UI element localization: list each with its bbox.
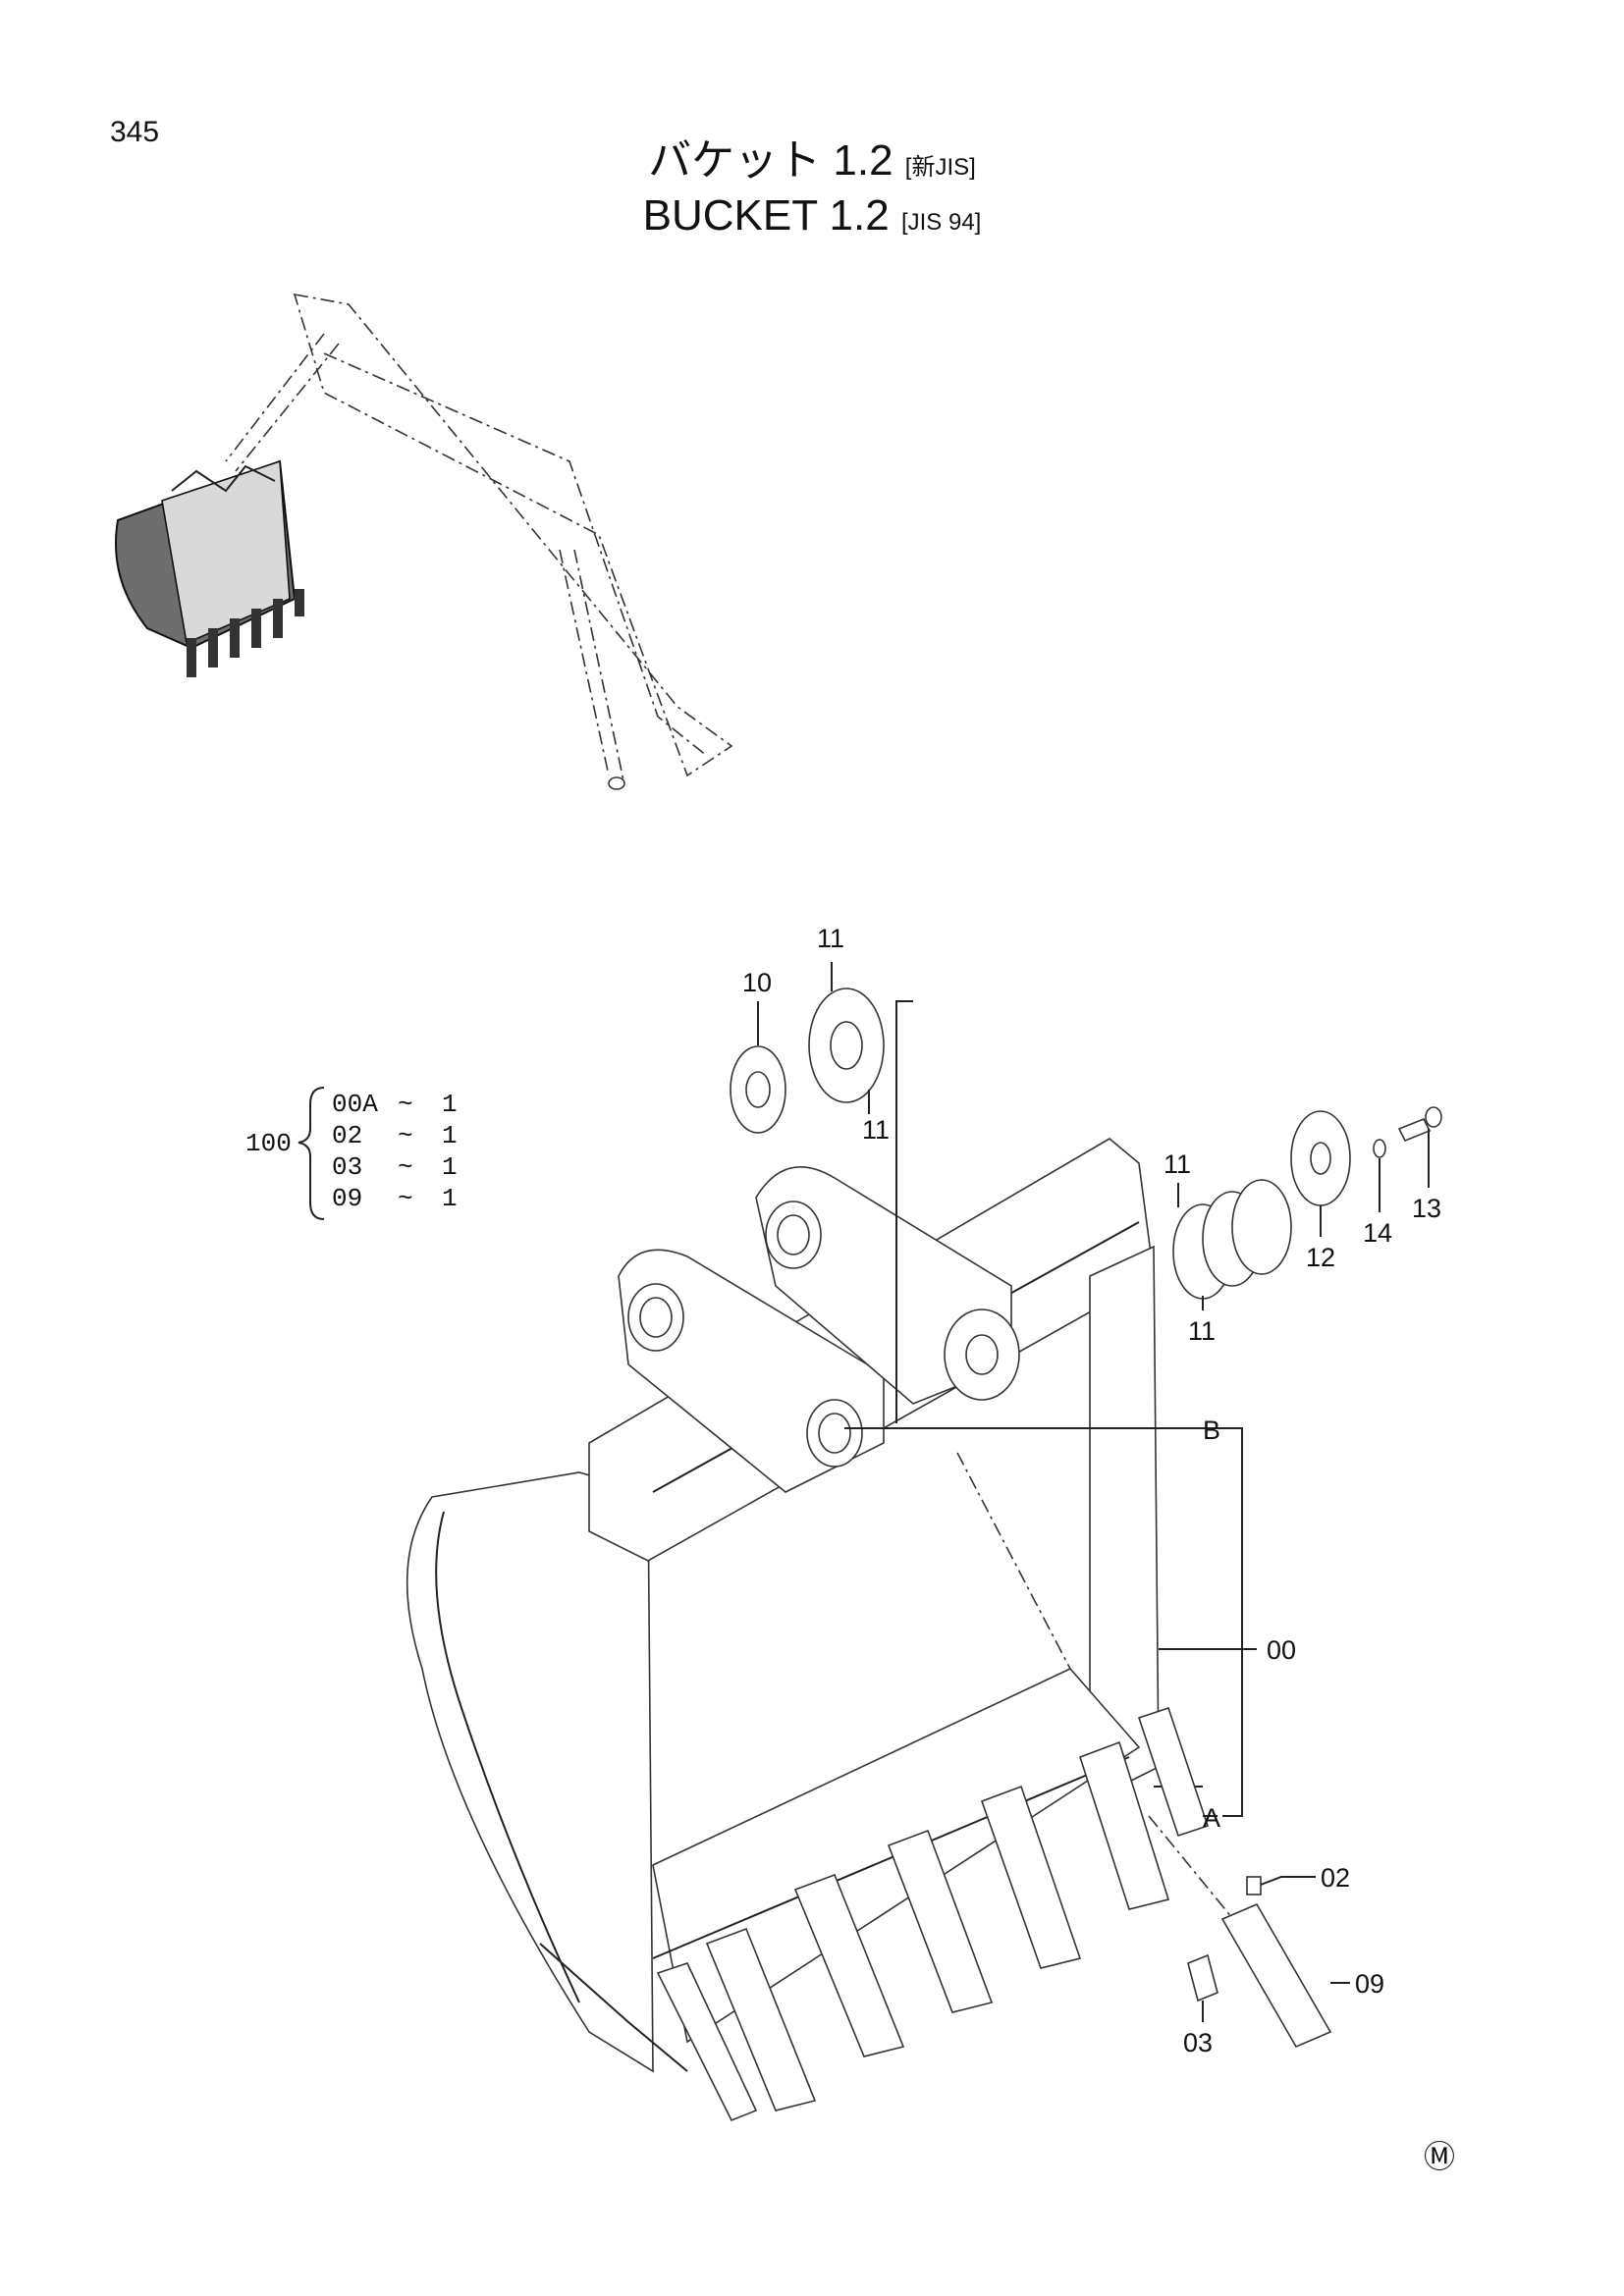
reference-b: B (1203, 1415, 1220, 1445)
model-mark: Ⓜ (1424, 2139, 1455, 2174)
hinge-bore-inner (777, 1214, 810, 1255)
kit-item-sep: ~ (398, 1152, 413, 1182)
part-02-lock (1246, 1876, 1262, 1896)
kit-id: 100 (245, 1129, 292, 1158)
kit-item-qty: 1 (442, 1121, 458, 1150)
callout-11: 11 (1188, 1316, 1216, 1346)
boom-inner-outline (323, 352, 708, 757)
callout-11: 11 (1164, 1149, 1191, 1179)
title-jp-main: バケット 1.2 (648, 136, 893, 185)
title-jp-standard: [新JIS] (904, 154, 976, 181)
kit-item-code: 09 (332, 1184, 362, 1213)
callout-00: 00 (1267, 1635, 1296, 1665)
callout-03: 03 (1183, 2028, 1213, 2057)
callout-11: 11 (817, 924, 844, 953)
bucket-right-side-plate (1089, 1245, 1160, 1783)
tooth (1079, 1740, 1170, 1910)
callout-14: 14 (1363, 1218, 1392, 1248)
bucket-left-side-plate (406, 1471, 654, 2073)
kit-item-code: 02 (332, 1121, 362, 1150)
arm-cylinder (225, 333, 340, 472)
callout-09: 09 (1355, 1969, 1384, 1999)
hinge-bore-inner (639, 1297, 673, 1338)
cutting-edge (652, 1756, 1130, 1959)
overview-teeth (187, 589, 304, 677)
title-japanese: バケット 1.2 [新JIS] (0, 139, 1624, 183)
page-number: 345 (110, 116, 160, 148)
kit-item-code: 00A (332, 1090, 378, 1119)
side-plate-edge (435, 1511, 580, 2003)
part-03-pin (1187, 1953, 1218, 2002)
kit-item-qty: 1 (442, 1090, 458, 1119)
callout-12: 12 (1306, 1243, 1335, 1272)
part-09-tooth-point (1220, 1902, 1332, 2049)
part-14-washer (1373, 1139, 1386, 1158)
leader-line (895, 1000, 913, 1423)
part-12-plate-hole (1310, 1142, 1331, 1175)
callout-02: 02 (1321, 1863, 1350, 1893)
center-line (956, 1452, 1071, 1670)
part-11-shim (1231, 1179, 1292, 1275)
part-11-shim-bore (830, 1021, 863, 1070)
hinge-bore-inner (818, 1413, 851, 1454)
callout-13: 13 (1412, 1194, 1441, 1223)
boom-outline (293, 293, 733, 777)
part-13-bolt (1397, 1117, 1432, 1143)
bucket-teeth (656, 1706, 1210, 2122)
bucket-drawing (406, 1000, 1257, 2122)
kit-item-qty: 1 (442, 1152, 458, 1182)
callout-leaders (757, 962, 1430, 2022)
callout-10: 10 (742, 968, 772, 997)
side-cutter (539, 1943, 688, 2072)
tooth (1137, 1706, 1210, 1838)
hinge-boss-inner (965, 1334, 999, 1375)
tooth (656, 1962, 758, 2122)
tooth-axis-line (1148, 1815, 1238, 1925)
kit-item-sep: ~ (398, 1090, 413, 1119)
title-en-standard: [JIS 94] (900, 209, 982, 236)
title-english: BUCKET 1.2 [JIS 94] (0, 194, 1624, 238)
kit-list: 100 00A ~ 1 02 ~ 1 03 ~ 1 09 ~ 1 (245, 1087, 458, 1220)
exploded-parts (730, 962, 1442, 2049)
kit-item-sep: ~ (398, 1121, 413, 1150)
reference-a: A (1203, 1803, 1220, 1833)
kit-item-qty: 1 (442, 1184, 458, 1213)
callouts: 11 10 11 11 11 12 14 13 B 00 A 02 09 03 (742, 924, 1441, 2057)
boom-cylinder (559, 549, 624, 781)
kit-brace (298, 1087, 325, 1220)
cylinder-end (608, 776, 625, 790)
tooth (705, 1927, 817, 2111)
tooth (887, 1829, 994, 2013)
kit-item-code: 03 (332, 1152, 362, 1182)
excavator-arm-overview (115, 293, 733, 790)
tooth (980, 1785, 1082, 1969)
part-10-bore (745, 1071, 771, 1108)
tooth (793, 1873, 905, 2057)
callout-11: 11 (862, 1115, 890, 1145)
part-13-bolt-head (1425, 1106, 1442, 1128)
kit-item-sep: ~ (398, 1184, 413, 1213)
title-en-main: BUCKET 1.2 (642, 191, 890, 240)
